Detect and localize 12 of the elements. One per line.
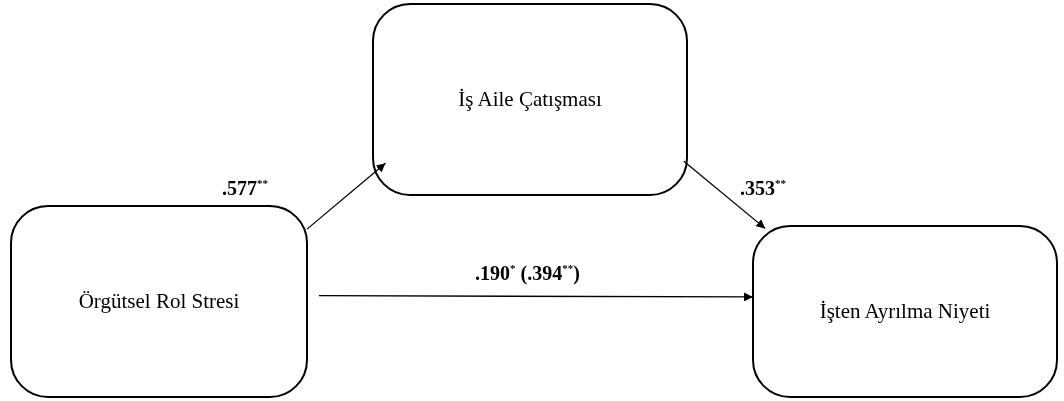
arrow: [683, 160, 766, 230]
rounded-box: [752, 225, 1058, 398]
node-label: İşten Ayrılma Niyeti: [819, 299, 991, 324]
arrow: [318, 292, 754, 302]
rounded-box: [372, 3, 688, 196]
edge-label: .190$^{*}$ (.394$^{**}$): [475, 262, 580, 285]
rounded-box: [10, 205, 308, 398]
node-label: İş Aile Çatışması: [458, 87, 602, 112]
edge-label: .353$^{**}$: [740, 177, 786, 200]
arrow: [306, 162, 387, 230]
node-label: Örgütsel Rol Stresi: [78, 289, 240, 314]
edge-label: .577$^{**}$: [222, 177, 268, 200]
